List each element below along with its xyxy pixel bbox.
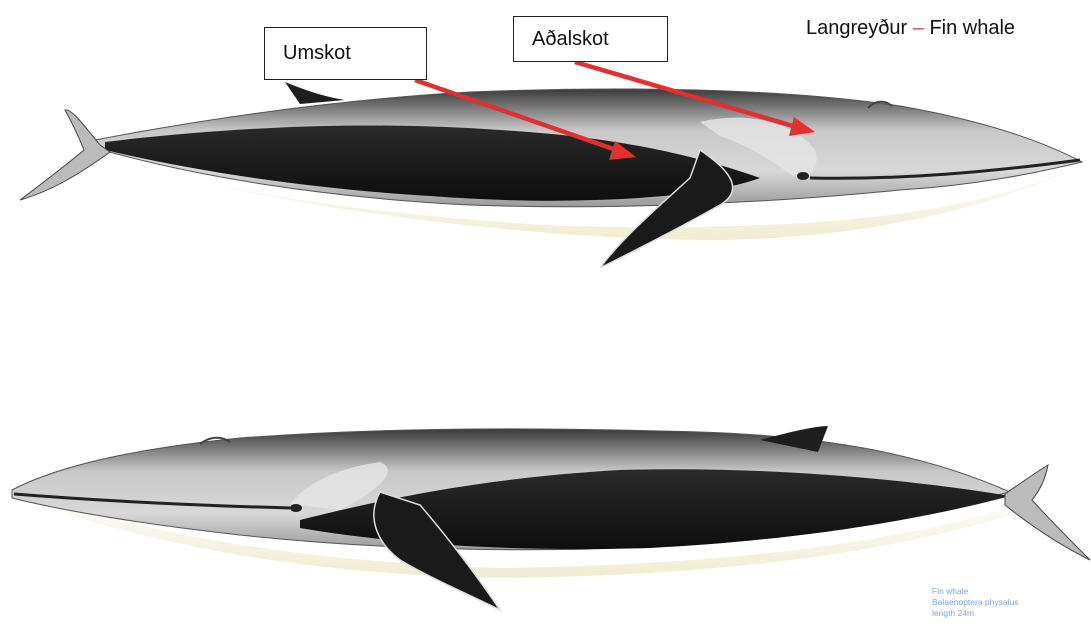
credit-line-1: Fin whale — [932, 586, 1018, 597]
whale-bottom-eye — [290, 504, 302, 512]
whale-top-eye — [797, 172, 809, 180]
whale-top-tail — [20, 110, 110, 200]
title-english: Fin whale — [929, 17, 1015, 39]
label-adalskot: Aðalskot — [513, 16, 668, 62]
whale-top-dorsal-fin — [285, 82, 345, 104]
whale-bottom-tail — [1005, 465, 1090, 560]
title-icelandic: Langreyður — [806, 17, 907, 39]
title-separator: – — [913, 17, 924, 39]
label-umskot: Umskot — [264, 27, 427, 80]
diagram-title: Langreyður – Fin whale — [806, 17, 1015, 40]
whale-bottom — [10, 426, 1090, 610]
species-credit: Fin whale Balaenoptera physalus length 2… — [932, 586, 1018, 619]
credit-line-3: length 24m — [932, 608, 1018, 619]
whale-top — [20, 82, 1082, 268]
credit-line-2: Balaenoptera physalus — [932, 597, 1018, 608]
